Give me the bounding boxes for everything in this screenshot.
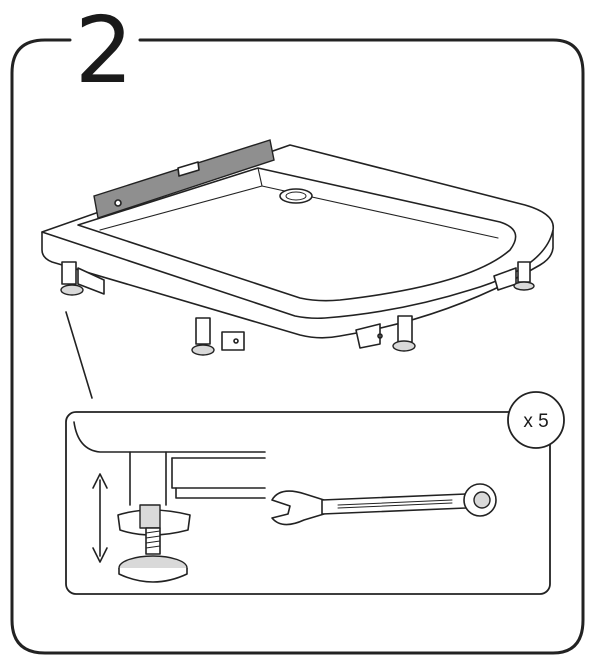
step-number: 2 [75,0,134,104]
callout-leader [65,311,93,399]
tray-legs [60,261,535,356]
vertical-adjust-arrow-icon [92,473,108,563]
tray-leg [493,261,535,291]
quantity-label: x 5 [523,411,548,432]
quantity-badge: x 5 [507,391,565,449]
tray-leg [355,315,416,352]
detail-box [65,411,551,595]
tray-leg [191,317,245,356]
tray-leg [60,261,105,296]
wrench-icon [271,483,497,526]
shower-tray-icon [41,144,555,339]
threaded-rod [145,527,161,555]
step-frame [10,38,585,655]
spirit-level-icon [93,139,275,219]
leg-detail [73,421,266,583]
